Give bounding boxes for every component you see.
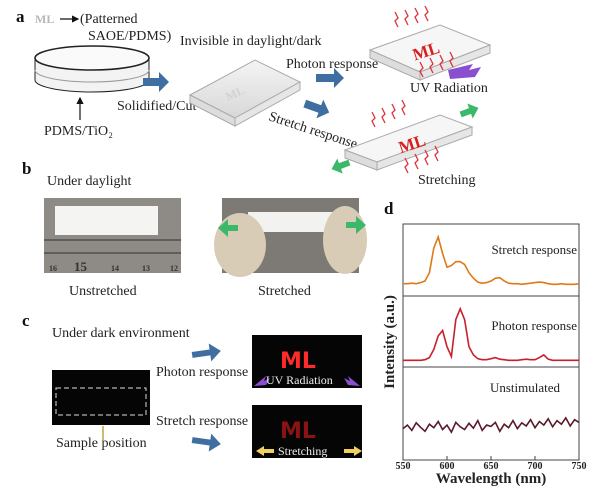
stretch-right-arrow-icon <box>459 103 479 119</box>
stretch-arrow-icon <box>191 433 221 452</box>
y-axis-label: Intensity (a.u.) <box>382 295 398 389</box>
uv-radiation-icon <box>344 376 360 386</box>
uv-radiation-icon <box>254 376 270 386</box>
stretched-label: Stretched <box>258 284 311 299</box>
stretching-label: Stretching <box>418 173 476 188</box>
photon-emission-image: ML UV Radiation <box>252 335 362 388</box>
x-tick-label: 750 <box>572 461 587 472</box>
uv-radiation-label: UV Radiation <box>410 81 488 96</box>
spectra-chart: d Stretch response Photon response Unsti… <box>382 199 587 487</box>
ruler-tick: 14 <box>111 264 119 273</box>
x-tick-label: 550 <box>396 461 411 472</box>
panel-b: b Under daylight 16 15 14 13 12 Unstretc… <box>22 159 367 299</box>
panel-a: a ML (Patterned SAOE/PDMS) PDMS/TiO₂ Sol… <box>16 5 492 188</box>
pdms-slab-icon: ML <box>188 59 302 127</box>
photon-slab-icon: ML <box>368 5 492 81</box>
series-line-1 <box>403 306 579 362</box>
stretch-arrow-icon <box>303 99 330 119</box>
photon-arrow-icon <box>191 343 221 362</box>
sample-outline <box>55 387 147 416</box>
series-label-photon: Photon response <box>491 318 577 333</box>
ml-emission-text: ML <box>280 349 316 374</box>
panel-letter-a: a <box>16 7 25 26</box>
patterned-ml-logo: ML <box>35 12 54 26</box>
x-tick-label: 650 <box>484 461 499 472</box>
process-arrow-icon <box>143 72 169 92</box>
series-label-stretch: Stretch response <box>491 242 577 257</box>
substrate-label: PDMS/TiO₂ <box>44 124 113 139</box>
patterned-label: (Patterned <box>80 12 138 27</box>
daylight-title: Under daylight <box>47 174 131 189</box>
dark-sample-image <box>52 370 150 425</box>
series-label-unstimulated: Unstimulated <box>490 380 561 395</box>
dark-title: Under dark environment <box>52 326 190 341</box>
panel-letter-c: c <box>22 311 30 330</box>
stretching-label: Stretching <box>278 444 327 458</box>
unstretched-label: Unstretched <box>69 284 137 299</box>
ruler-tick: 12 <box>170 264 178 273</box>
photon-response-label: Photon response <box>156 365 248 380</box>
panel-c: c Under dark environment Sample position… <box>22 311 362 458</box>
stretch-response-label: Stretch response <box>156 414 248 429</box>
uv-radiation-label: UV Radiation <box>266 373 333 387</box>
panel-letter-d: d <box>384 199 394 218</box>
sample-position-label: Sample position <box>56 436 147 451</box>
petri-dish-icon <box>34 45 150 93</box>
panel-letter-b: b <box>22 159 31 178</box>
uv-radiation-icon <box>448 64 481 79</box>
series-line-0 <box>403 234 580 286</box>
saoe-pdms-label: SAOE/PDMS) <box>88 29 172 44</box>
x-tick-label: 700 <box>528 461 543 472</box>
ruler-tick: 15 <box>74 259 88 274</box>
ruler-tick: 13 <box>142 264 150 273</box>
stretch-response-label: Stretch response <box>267 110 359 153</box>
x-axis-label: Wavelength (nm) <box>436 471 546 487</box>
stretch-right-arrow-icon <box>344 446 362 456</box>
invisible-label: Invisible in daylight/dark <box>180 34 322 49</box>
series-line-2 <box>402 416 580 434</box>
unstretched-photo: 16 15 14 13 12 <box>44 198 181 274</box>
x-tick-label: 600 <box>440 461 455 472</box>
photon-response-label: Photon response <box>286 57 378 72</box>
stretch-slab-icon: ML <box>343 99 474 174</box>
ml-emission-text: ML <box>280 419 316 444</box>
stretched-photo <box>214 198 367 277</box>
stretch-right-arrow-icon <box>346 216 366 234</box>
ruler-tick: 16 <box>49 264 57 273</box>
stretch-emission-image: ML Stretching <box>252 405 362 458</box>
stretch-left-arrow-icon <box>331 158 351 174</box>
photon-arrow-icon <box>316 68 344 88</box>
stretch-left-arrow-icon <box>256 446 274 456</box>
stretch-left-arrow-icon <box>218 219 238 237</box>
solidified-label: Solidified/Cut <box>117 99 196 114</box>
